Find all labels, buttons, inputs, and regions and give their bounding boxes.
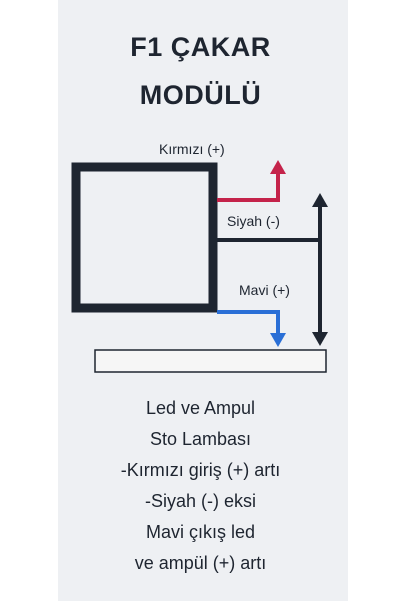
label-black: Siyah (-) xyxy=(227,213,280,229)
blue-arrow-icon xyxy=(270,333,286,347)
black-down-arrow-icon xyxy=(312,332,328,346)
label-red: Kırmızı (+) xyxy=(159,141,225,157)
desc-line: Led ve Ampul xyxy=(145,398,256,418)
red-wire xyxy=(217,172,280,202)
desc-line: ve ampül (+) artı xyxy=(134,553,267,573)
red-arrow-icon xyxy=(270,160,286,174)
title-line-1: F1 ÇAKAR xyxy=(130,32,271,62)
black-up-arrow-icon xyxy=(312,193,328,207)
desc-line: Mavi çıkış led xyxy=(145,522,256,542)
module-box xyxy=(71,162,218,313)
desc-line: -Kırmızı giriş (+) artı xyxy=(120,460,281,480)
desc-line: Sto Lambası xyxy=(149,429,252,449)
label-blue: Mavi (+) xyxy=(239,282,290,298)
desc-line: -Siyah (-) eksi xyxy=(144,491,256,511)
title-line-2: MODÜLÜ xyxy=(139,80,262,110)
lamp-bar xyxy=(94,349,327,373)
blue-wire xyxy=(217,310,280,334)
